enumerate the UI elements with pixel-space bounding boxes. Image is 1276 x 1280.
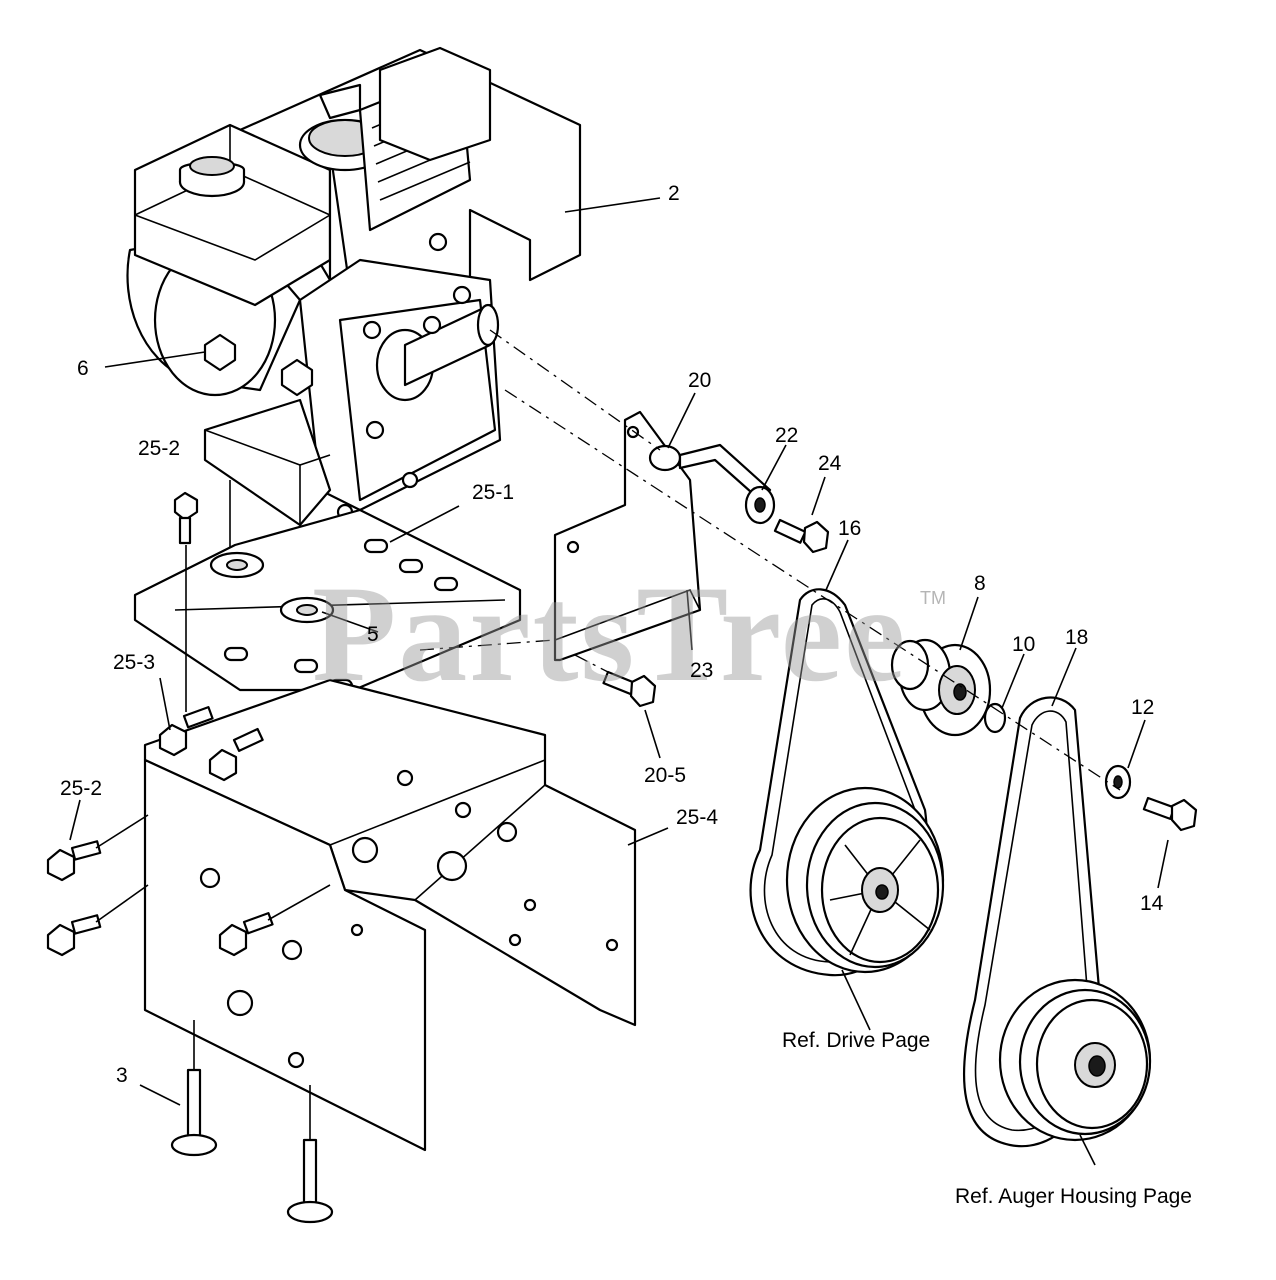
callout-20: 20 xyxy=(688,369,712,392)
callout-25-1: 25-1 xyxy=(472,481,515,504)
drive-pulley xyxy=(785,786,945,974)
callout-22: 22 xyxy=(775,424,799,447)
bolt-25-2-top xyxy=(173,491,199,545)
callout-10: 10 xyxy=(1012,633,1036,656)
spacer-10 xyxy=(983,702,1007,734)
callout-20-5: 20-5 xyxy=(644,764,687,787)
callout-23: 23 xyxy=(690,659,714,682)
belt-bracket xyxy=(553,410,772,662)
callout-6: 6 xyxy=(77,357,89,380)
callout-25-2-top: 25-2 xyxy=(138,437,181,460)
engine xyxy=(126,46,582,527)
callout-24: 24 xyxy=(818,452,842,475)
bolts-25-3 xyxy=(158,706,264,782)
washer-bolt-22-24 xyxy=(744,485,830,554)
partstree-watermark: PartsTree xyxy=(312,557,908,710)
auger-pulley xyxy=(998,978,1152,1142)
callout-25-3: 25-3 xyxy=(113,651,156,674)
ref-auger-housing-page: Ref. Auger Housing Page xyxy=(955,1185,1192,1208)
carriage-bolts xyxy=(170,1068,334,1224)
main-frame xyxy=(143,678,637,1152)
ref-drive-page: Ref. Drive Page xyxy=(782,1029,931,1052)
callout-25-4: 25-4 xyxy=(676,806,719,829)
leader-lines xyxy=(69,197,1169,1166)
callout-16: 16 xyxy=(838,517,862,540)
engine-pulley xyxy=(890,638,992,737)
callout-3: 3 xyxy=(116,1064,128,1087)
callout-12: 12 xyxy=(1131,696,1155,719)
callout-5: 5 xyxy=(367,623,379,646)
watermark-trademark: TM xyxy=(920,588,946,608)
washer-bolt-12-14 xyxy=(1104,764,1198,832)
callout-25-2-left: 25-2 xyxy=(60,777,103,800)
callout-8: 8 xyxy=(974,572,986,595)
bolt-20-5 xyxy=(602,670,657,708)
callout-14: 14 xyxy=(1140,892,1164,915)
lock-washers xyxy=(209,551,335,624)
callout-18: 18 xyxy=(1065,626,1089,649)
callout-2: 2 xyxy=(668,182,680,205)
